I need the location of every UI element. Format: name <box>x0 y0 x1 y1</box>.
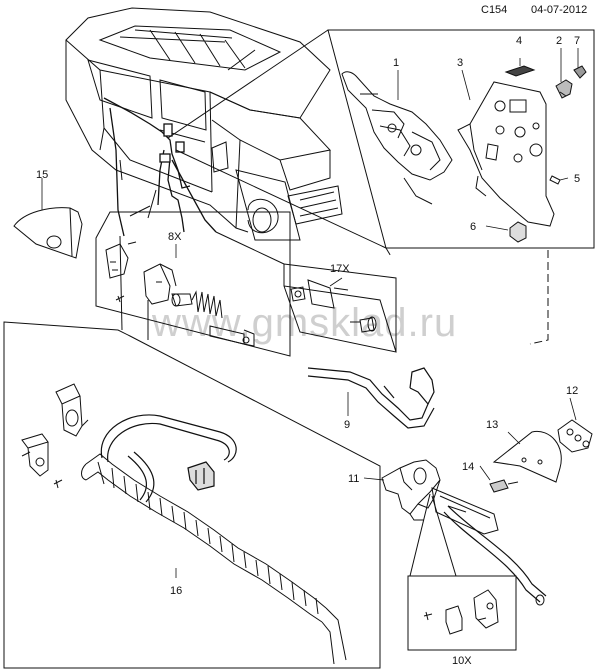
callout-16: 16 <box>170 585 182 597</box>
callout-4: 4 <box>516 35 522 47</box>
part-5-pin <box>549 175 561 185</box>
detail-box-16 <box>3 235 381 669</box>
part-2-screw <box>555 79 573 99</box>
callout-1: 1 <box>393 57 399 69</box>
watermark-text: www.gmsklad.ru <box>151 301 457 345</box>
detail-box-10x <box>407 493 517 651</box>
part-1-motor <box>341 71 453 205</box>
part-13-plate <box>492 430 562 483</box>
part-8-set <box>105 241 255 347</box>
callout-8x: 8X <box>168 231 182 243</box>
part-11-actuator <box>381 459 547 606</box>
detail-box-17x <box>215 231 397 353</box>
part-4-label <box>504 65 536 77</box>
callout-17x: 17X <box>330 263 350 275</box>
part-7-screw <box>573 65 587 79</box>
callout-7: 7 <box>574 35 580 47</box>
cable-chain <box>81 453 347 665</box>
part-17-nut-set <box>290 279 377 333</box>
part-3-bracket <box>457 81 555 227</box>
callout-15: 15 <box>36 169 48 181</box>
callout-12: 12 <box>566 385 578 397</box>
part-15-cover <box>13 207 83 259</box>
callout-leaders <box>41 48 579 578</box>
callout-6: 6 <box>470 221 476 233</box>
callout-9: 9 <box>344 419 350 431</box>
cable-loop <box>100 414 237 503</box>
callout-11: 11 <box>348 473 359 485</box>
part-10-clip-set <box>423 589 499 635</box>
callout-14: 14 <box>462 461 474 473</box>
part-6-clip <box>509 221 527 243</box>
diagram-date: 04-07-2012 <box>531 4 588 16</box>
part-9-tube <box>307 367 435 429</box>
callout-3: 3 <box>457 57 463 69</box>
callout-10x: 10X <box>452 655 472 667</box>
van-illustration <box>65 7 343 241</box>
part-12-plate <box>557 419 593 453</box>
detail-box-8x <box>95 189 291 357</box>
part-14-bolt <box>489 479 519 493</box>
callout-5: 5 <box>574 173 580 185</box>
callout-13: 13 <box>486 419 498 431</box>
bracket-lower-left <box>21 433 63 489</box>
callout-2: 2 <box>556 35 562 47</box>
diagram-code: C154 <box>481 4 508 16</box>
detail-box-motor <box>167 29 595 345</box>
bracket-upper-left <box>55 383 89 437</box>
